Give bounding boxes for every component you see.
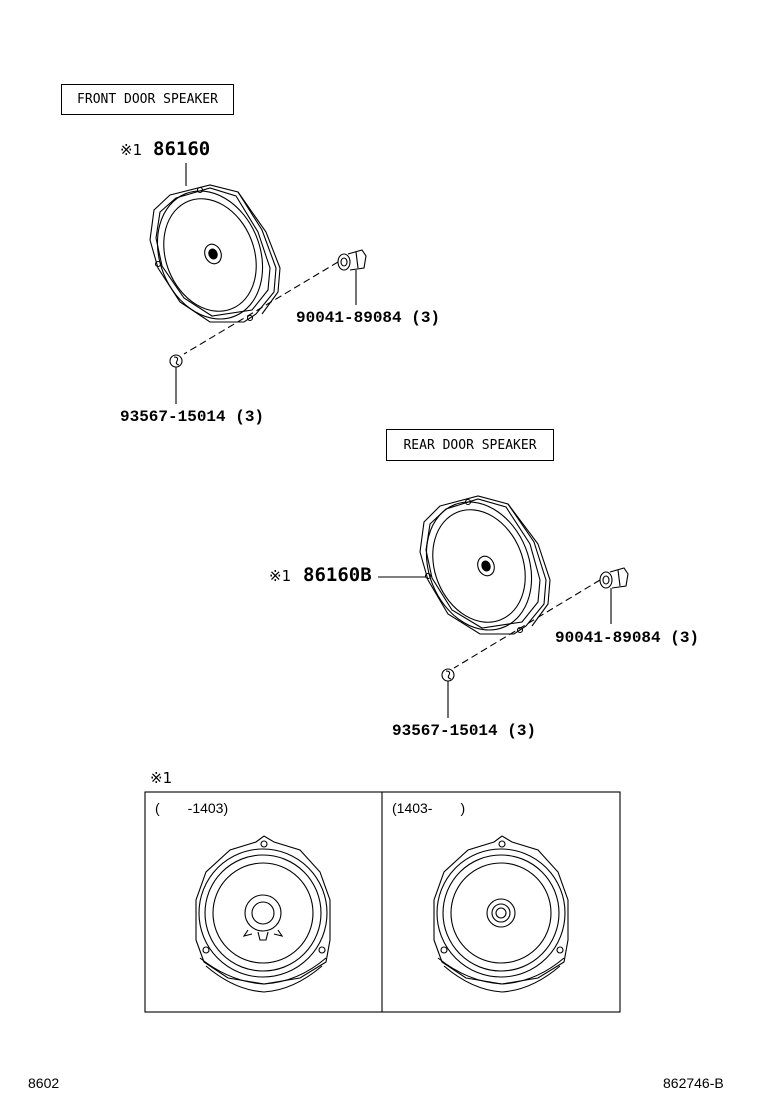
front-screw-drawing [337, 249, 367, 271]
front-section-title: FRONT DOOR SPEAKER [61, 84, 234, 115]
rear-dash-line [453, 579, 601, 669]
rear-screw-drawing [599, 567, 629, 589]
front-speaker-drawing [149, 184, 281, 323]
footer-left-code: 8602 [28, 1075, 60, 1091]
rear-speaker-part-number[interactable]: 86160B [303, 564, 372, 586]
variant-left-label: ( -1403) [155, 800, 229, 816]
front-speaker-part-number[interactable]: 86160 [153, 138, 211, 160]
variant-right-speaker [433, 835, 569, 993]
rear-section-title: REAR DOOR SPEAKER [386, 429, 554, 461]
rear-nut-part-number[interactable]: 93567-15014 (3) [392, 722, 537, 740]
front-speaker-mark: ※1 [120, 141, 143, 159]
rear-speaker-drawing [419, 495, 551, 635]
variant-right-label: (1403- ) [392, 800, 466, 816]
front-nut-part-number[interactable]: 93567-15014 (3) [120, 408, 265, 426]
front-screw-part-number[interactable]: 90041-89084 (3) [296, 309, 441, 327]
rear-screw-part-number[interactable]: 90041-89084 (3) [555, 629, 700, 647]
rear-nut-drawing [441, 668, 455, 682]
front-nut-drawing [169, 354, 183, 368]
rear-speaker-mark: ※1 [269, 567, 292, 585]
front-dash-line [183, 261, 339, 355]
variant-mark: ※1 [150, 769, 173, 787]
variant-left-speaker [195, 835, 331, 993]
footer-right-code: 862746-B [663, 1075, 724, 1091]
